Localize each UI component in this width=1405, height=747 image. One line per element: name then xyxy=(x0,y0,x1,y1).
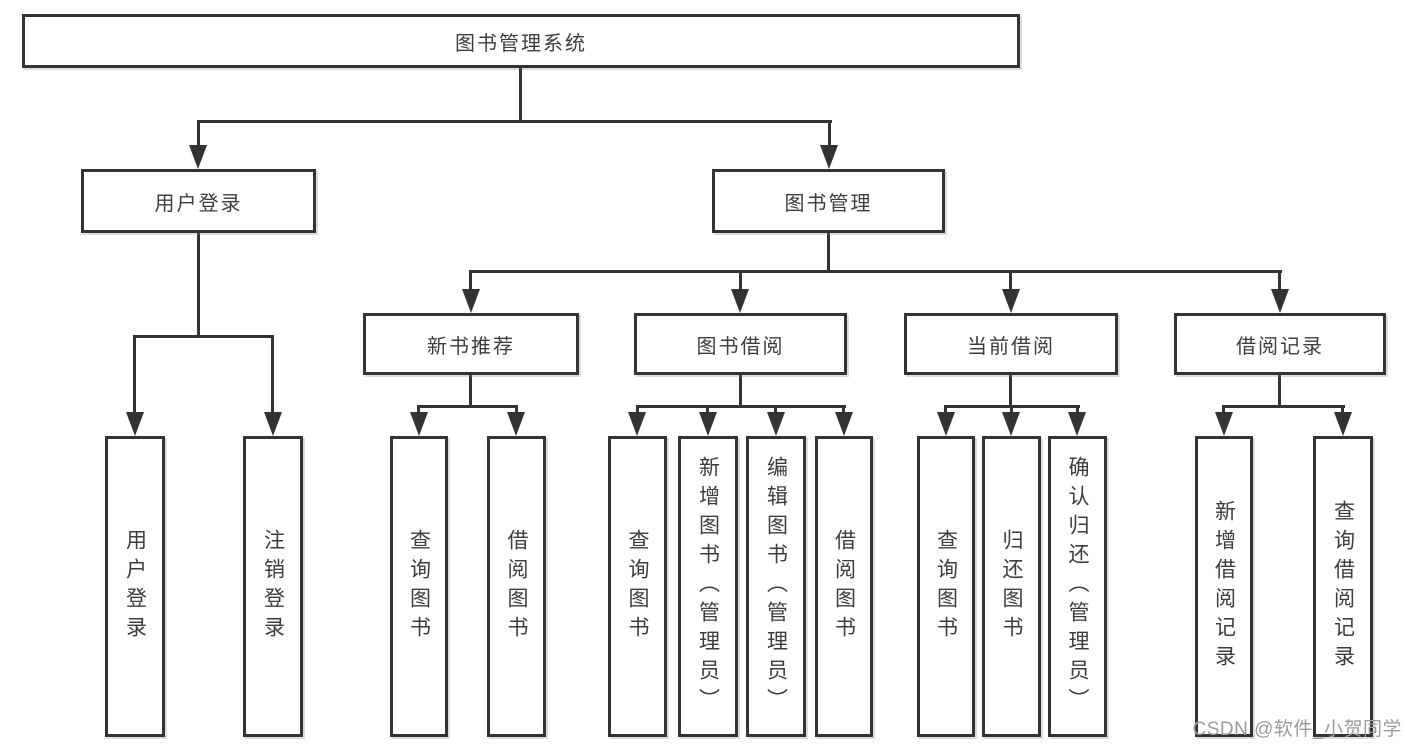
leaf-query-book: 查询图书 xyxy=(608,436,667,737)
connector-line xyxy=(417,405,518,408)
node-label: 查询图书 xyxy=(626,528,649,645)
node-label: 查询借阅记录 xyxy=(1331,499,1355,674)
node-label: 编辑图书（管理员） xyxy=(764,456,788,717)
node-label: 图书管理 xyxy=(784,192,873,215)
connector-line xyxy=(271,335,274,412)
arrow-down-icon xyxy=(1271,289,1289,313)
connector-line xyxy=(706,405,709,415)
leaf-query-book: 查询图书 xyxy=(917,436,975,737)
connector-line xyxy=(515,405,518,415)
node-label: 注销登录 xyxy=(261,528,285,645)
leaf-add-borrow-record: 新增借阅记录 xyxy=(1195,436,1253,737)
connector-line xyxy=(197,120,832,123)
connector-line xyxy=(133,335,274,338)
node-book-borrow: 图书借阅 xyxy=(634,313,847,375)
node-current-borrow: 当前借阅 xyxy=(904,313,1118,375)
arrow-down-icon xyxy=(628,412,646,436)
node-borrow-records: 借阅记录 xyxy=(1174,313,1386,375)
leaf-confirm-return-admin: 确认归还（管理员） xyxy=(1048,436,1107,737)
leaf-borrow-book: 借阅图书 xyxy=(815,436,873,737)
arrow-down-icon xyxy=(1002,289,1020,313)
arrow-down-icon xyxy=(462,289,480,313)
leaf-edit-book-admin: 编辑图书（管理员） xyxy=(746,436,806,737)
connector-line xyxy=(1222,405,1225,415)
connector-line xyxy=(469,270,472,292)
arrow-down-icon xyxy=(767,412,785,436)
arrow-down-icon xyxy=(264,412,282,436)
arrow-down-icon xyxy=(820,145,838,169)
node-new-book-recommend: 新书推荐 xyxy=(363,313,579,375)
node-root-system: 图书管理系统 xyxy=(22,14,1020,68)
node-label: 用户登录 xyxy=(154,192,243,215)
node-label: 确认归还（管理员） xyxy=(1066,456,1089,717)
connector-line xyxy=(636,405,639,415)
node-label: 新增图书（管理员） xyxy=(696,456,720,717)
node-label: 新书推荐 xyxy=(427,335,515,358)
node-label: 查询图书 xyxy=(934,528,958,645)
leaf-user-login: 用户登录 xyxy=(105,436,165,737)
connector-line xyxy=(828,120,831,148)
node-label: 借阅图书 xyxy=(832,528,856,645)
arrow-down-icon xyxy=(1334,412,1352,436)
leaf-query-book: 查询图书 xyxy=(390,436,448,737)
connector-line xyxy=(519,68,522,120)
node-user-login: 用户登录 xyxy=(81,169,316,233)
arrow-down-icon xyxy=(1068,412,1086,436)
connector-line xyxy=(944,405,947,415)
arrow-down-icon xyxy=(835,412,853,436)
connector-line xyxy=(197,233,200,337)
arrow-down-icon xyxy=(189,145,207,169)
leaf-return-book: 归还图书 xyxy=(982,436,1041,737)
arrow-down-icon xyxy=(507,412,525,436)
connector-line xyxy=(197,120,200,148)
connector-line xyxy=(636,405,846,408)
node-label: 图书管理系统 xyxy=(455,32,587,55)
connector-line xyxy=(1076,405,1079,415)
arrow-down-icon xyxy=(731,289,749,313)
node-label: 用户登录 xyxy=(123,528,147,645)
connector-line xyxy=(1009,375,1012,405)
connector-line xyxy=(827,233,830,270)
node-label: 当前借阅 xyxy=(967,335,1055,358)
leaf-query-borrow-record: 查询借阅记录 xyxy=(1313,436,1373,737)
arrow-down-icon xyxy=(126,412,144,436)
connector-line xyxy=(417,405,420,415)
connector-line xyxy=(1278,270,1281,292)
leaf-borrow-book: 借阅图书 xyxy=(487,436,546,737)
connector-line xyxy=(469,270,1282,273)
leaf-add-book-admin: 新增图书（管理员） xyxy=(678,436,738,737)
connector-line xyxy=(1222,405,1345,408)
node-label: 借阅记录 xyxy=(1236,335,1324,358)
arrow-down-icon xyxy=(1002,412,1020,436)
node-label: 查询图书 xyxy=(407,528,431,645)
arrow-down-icon xyxy=(1215,412,1233,436)
connector-line xyxy=(842,405,845,415)
arrow-down-icon xyxy=(699,412,717,436)
arrow-down-icon xyxy=(937,412,955,436)
node-book-management: 图书管理 xyxy=(712,169,945,233)
arrow-down-icon xyxy=(410,412,428,436)
node-label: 图书借阅 xyxy=(696,335,785,358)
connector-line xyxy=(774,405,777,415)
connector-line xyxy=(739,270,742,292)
connector-line xyxy=(1009,270,1012,292)
connector-line xyxy=(1341,405,1344,415)
connector-line xyxy=(1278,375,1281,405)
connector-line xyxy=(133,335,136,412)
connector-line xyxy=(739,375,742,405)
connector-line xyxy=(1010,405,1013,415)
leaf-logout: 注销登录 xyxy=(243,436,303,737)
node-label: 新增借阅记录 xyxy=(1212,499,1236,674)
connector-line xyxy=(469,375,472,405)
node-label: 归还图书 xyxy=(1000,528,1023,645)
csdn-watermark: CSDN @软件_小贺同学 xyxy=(1192,719,1402,740)
node-label: 借阅图书 xyxy=(505,528,528,645)
